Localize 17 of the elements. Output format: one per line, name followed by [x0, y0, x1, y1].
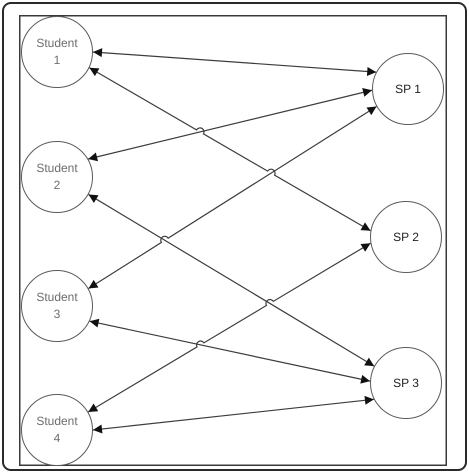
circle-node — [21, 394, 93, 466]
double-arrow — [92, 396, 374, 434]
node-label: SP 2 — [393, 228, 419, 246]
node-label: Student 1 — [35, 35, 79, 69]
double-arrow — [92, 48, 376, 76]
node-label: SP 1 — [395, 80, 421, 98]
node-label: SP 3 — [393, 374, 419, 392]
double-arrow — [88, 242, 371, 413]
double-arrow — [89, 67, 371, 232]
double-arrow — [88, 194, 375, 367]
double-arrow — [88, 88, 372, 162]
double-arrow — [88, 106, 377, 290]
node-label: Student 3 — [35, 289, 79, 323]
node-label: Student 2 — [35, 160, 79, 194]
circle-node — [21, 16, 93, 88]
double-arrow — [90, 318, 370, 384]
node-label: Student 4 — [35, 413, 79, 447]
